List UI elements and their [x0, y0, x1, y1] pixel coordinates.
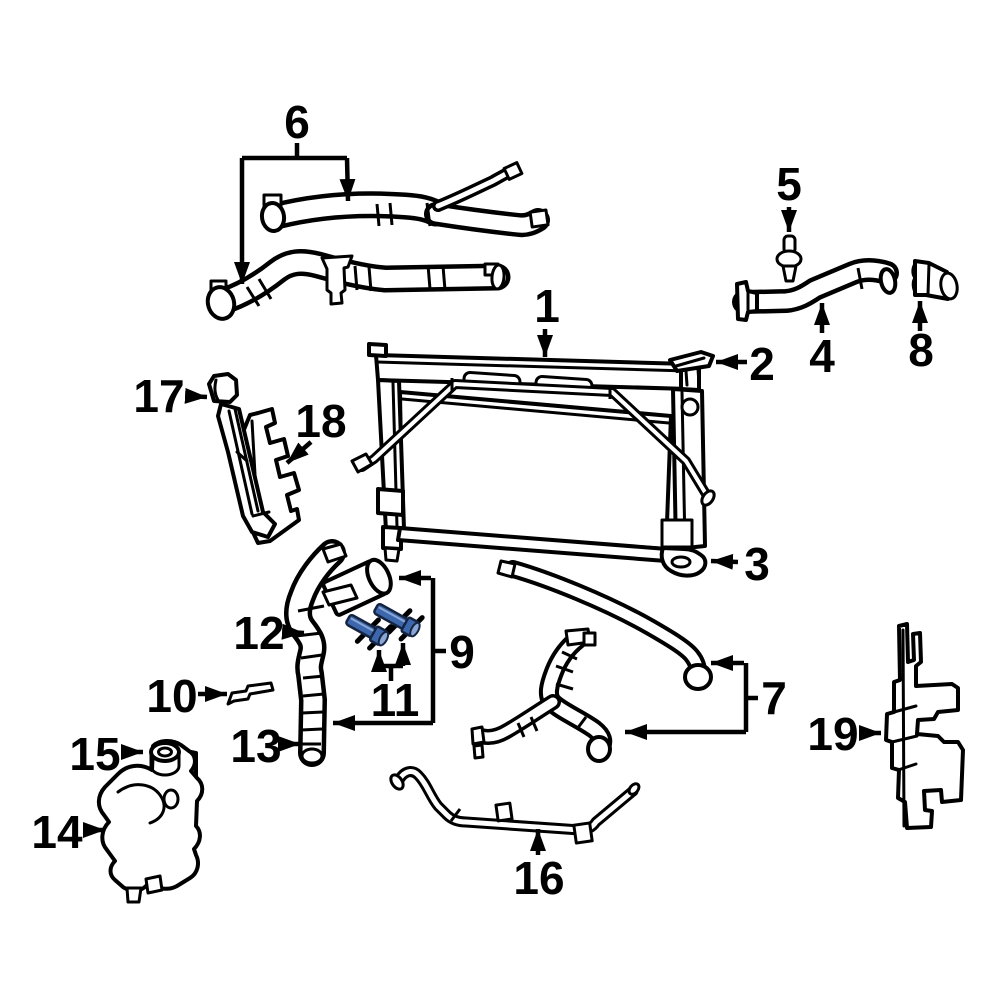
tube-clip [494, 801, 514, 823]
part-16-overflow-tube [389, 772, 641, 845]
elbow-open-end [939, 271, 959, 301]
callout-9: 9 [449, 626, 475, 678]
callout-12: 12 [233, 607, 284, 659]
callout-11: 11 [371, 674, 420, 726]
callout-13: 13 [230, 720, 281, 772]
callout-10: 10 [146, 670, 197, 722]
part-1-radiator [350, 342, 716, 563]
hose-clamp-fitting [320, 254, 354, 306]
part-5-drain-plug [775, 234, 803, 283]
part-6-hose-lower [205, 254, 505, 321]
callout-1: 1 [534, 280, 560, 332]
part-2-radiator-cap [668, 350, 715, 387]
callout-19: 19 [807, 708, 858, 760]
leader-12 [281, 623, 305, 640]
part-14-reservoir [96, 739, 205, 904]
part-6-hose-upper [259, 161, 548, 233]
callout-15: 15 [69, 728, 120, 780]
callout-16: 16 [513, 852, 564, 904]
hose-open-end [205, 285, 237, 321]
bolt-upper [373, 603, 425, 642]
leader-7-bracket [743, 663, 758, 732]
hose-open-end [683, 663, 713, 691]
leader-9-bracket [430, 578, 446, 723]
hose-open-end [586, 735, 612, 763]
callout-2: 2 [749, 338, 775, 390]
callout-17: 17 [133, 370, 184, 422]
bolt-lower [345, 614, 394, 651]
leader-17 [184, 387, 208, 404]
leader-6b [339, 157, 356, 202]
part-12-13-hose-assembly [296, 544, 348, 765]
part-8-elbow [911, 259, 959, 301]
part-10-pin [226, 681, 275, 706]
callout-4: 4 [809, 330, 835, 382]
callout-5: 5 [776, 158, 802, 210]
callout-3: 3 [744, 538, 770, 590]
callout-labels: 1 2 3 4 5 6 7 8 9 10 11 12 13 14 15 16 1… [31, 96, 933, 904]
callout-14: 14 [31, 806, 83, 858]
leader-18 [285, 440, 313, 465]
tube-clip [572, 821, 594, 845]
part-3-lower-mount [659, 546, 708, 578]
filler-neck-hole [680, 397, 700, 417]
hose-open-end [259, 201, 287, 233]
leader-6-bracket [242, 143, 347, 161]
coolant-outlet-housing [321, 557, 393, 617]
part-19-baffle [884, 622, 965, 830]
part-17-seal-strip [207, 372, 277, 539]
tube-end [300, 747, 324, 765]
callout-8: 8 [908, 324, 934, 376]
part-7-hoses [470, 559, 713, 763]
callout-18: 18 [295, 395, 346, 447]
callout-6: 6 [284, 96, 310, 148]
hose-open-end [878, 267, 898, 295]
part-4-hose [737, 267, 898, 322]
callout-leaders [83, 143, 928, 855]
callout-7: 7 [761, 672, 787, 724]
part-11-bolts [345, 603, 425, 651]
leader-3 [710, 553, 739, 570]
part-15-reservoir-cap [149, 741, 181, 777]
